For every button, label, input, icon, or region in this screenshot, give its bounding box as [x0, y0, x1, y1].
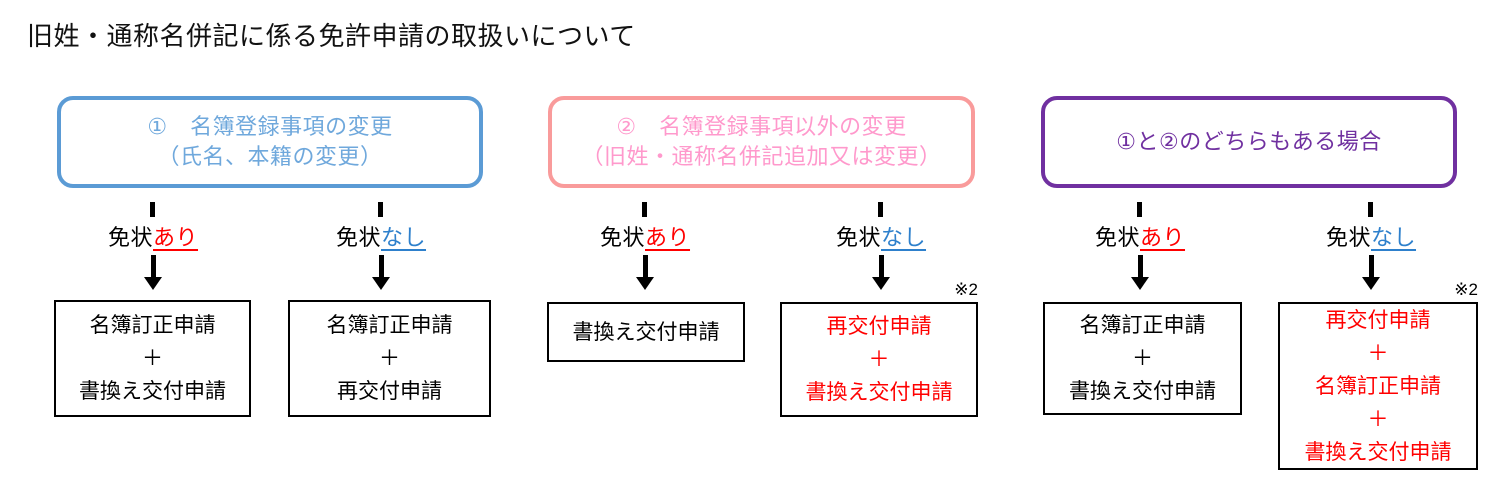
header-box-1-registry-change: ① 名簿登録事項の変更 （氏名、本籍の変更） [57, 96, 483, 188]
connector-bar [150, 202, 155, 217]
result-box-3: 書換え交付申請 [547, 302, 745, 362]
result-box-5: 名簿訂正申請 ＋ 書換え交付申請 [1043, 302, 1242, 415]
result-line: 名簿訂正申請 [1315, 374, 1441, 398]
header-box-2-non-registry-change: ② 名簿登録事項以外の変更 （旧姓・通称名併記追加又は変更） [548, 96, 975, 188]
label-status-ari: あり [645, 225, 691, 250]
label-prefix: 免状 [1325, 225, 1371, 250]
result-line: 名簿訂正申請 [89, 314, 216, 337]
result-line: 再交付申請 [337, 380, 442, 403]
result-line: 再交付申請 [826, 315, 932, 338]
result-box-1: 名簿訂正申請 ＋ 書換え交付申請 [54, 300, 251, 417]
header-box-3-both-cases: ①と②のどちらもある場合 [1041, 96, 1457, 188]
connector-bar [1137, 202, 1142, 217]
arrow-head [1131, 277, 1149, 290]
plus-sign: ＋ [1132, 347, 1153, 370]
page-title: 旧姓・通称名併記に係る免許申請の取扱いについて [27, 21, 636, 51]
branch-label-license-no: 免状なし [336, 220, 426, 252]
result-line: 書換え交付申請 [1069, 380, 1216, 403]
connector-bar [878, 202, 883, 217]
branch-label-license-yes: 免状あり [108, 220, 198, 252]
connector-bar [642, 202, 647, 217]
connector-bar [1368, 202, 1373, 217]
note-ref-2: ※2 [954, 280, 978, 299]
result-box-6: 再交付申請 ＋ 名簿訂正申請 ＋ 書換え交付申請 [1278, 302, 1478, 470]
header-2-line-2: （旧姓・通称名併記追加又は変更） [581, 144, 942, 169]
label-status-nashi: なし [1371, 225, 1417, 250]
label-status-nashi: なし [881, 225, 927, 250]
plus-sign: ＋ [142, 347, 163, 370]
result-box-2: 名簿訂正申請 ＋ 再交付申請 [288, 300, 491, 417]
result-line: 名簿訂正申請 [326, 314, 453, 337]
result-line: 書換え交付申請 [79, 380, 226, 403]
down-arrow [872, 255, 890, 290]
header-1-line-1: ① 名簿登録事項の変更 [147, 114, 393, 139]
branch-label-license-no: 免状なし [836, 220, 926, 252]
arrow-shaft [1368, 255, 1374, 277]
label-prefix: 免状 [835, 225, 881, 250]
arrow-head [372, 277, 390, 290]
arrow-shaft [150, 255, 156, 277]
label-status-ari: あり [153, 225, 199, 250]
down-arrow [636, 255, 654, 290]
label-prefix: 免状 [599, 225, 645, 250]
result-line: 再交付申請 [1325, 308, 1431, 332]
down-arrow [144, 255, 162, 290]
arrow-head [636, 277, 654, 290]
branch-label-license-no: 免状なし [1326, 220, 1416, 252]
header-1-line-2: （氏名、本籍の変更） [157, 144, 383, 169]
result-line: 書換え交付申請 [572, 320, 720, 344]
arrow-shaft [1137, 255, 1143, 277]
plus-sign: ＋ [1367, 407, 1389, 431]
label-prefix: 免状 [107, 225, 153, 250]
label-prefix: 免状 [335, 225, 381, 250]
connector-bar [378, 202, 383, 217]
result-line: 名簿訂正申請 [1079, 314, 1206, 337]
result-line: 書換え交付申請 [805, 381, 953, 404]
label-status-nashi: なし [381, 225, 427, 250]
header-2-line-1: ② 名簿登録事項以外の変更 [616, 114, 907, 139]
plus-sign: ＋ [868, 348, 890, 371]
branch-label-license-yes: 免状あり [1095, 220, 1185, 252]
arrow-shaft [642, 255, 648, 277]
label-prefix: 免状 [1094, 225, 1140, 250]
note-ref-2: ※2 [1454, 280, 1478, 299]
arrow-head [144, 277, 162, 290]
arrow-shaft [878, 255, 884, 277]
arrow-shaft [378, 255, 384, 277]
down-arrow [372, 255, 390, 290]
result-box-4: 再交付申請 ＋ 書換え交付申請 [780, 302, 978, 417]
branch-label-license-yes: 免状あり [600, 220, 690, 252]
down-arrow [1131, 255, 1149, 290]
plus-sign: ＋ [1367, 341, 1389, 365]
arrow-head [872, 277, 890, 290]
arrow-head [1362, 277, 1380, 290]
label-status-ari: あり [1140, 225, 1186, 250]
plus-sign: ＋ [379, 347, 400, 370]
result-line: 書換え交付申請 [1304, 440, 1452, 464]
down-arrow [1362, 255, 1380, 290]
header-3-line-1: ①と②のどちらもある場合 [1116, 129, 1382, 154]
